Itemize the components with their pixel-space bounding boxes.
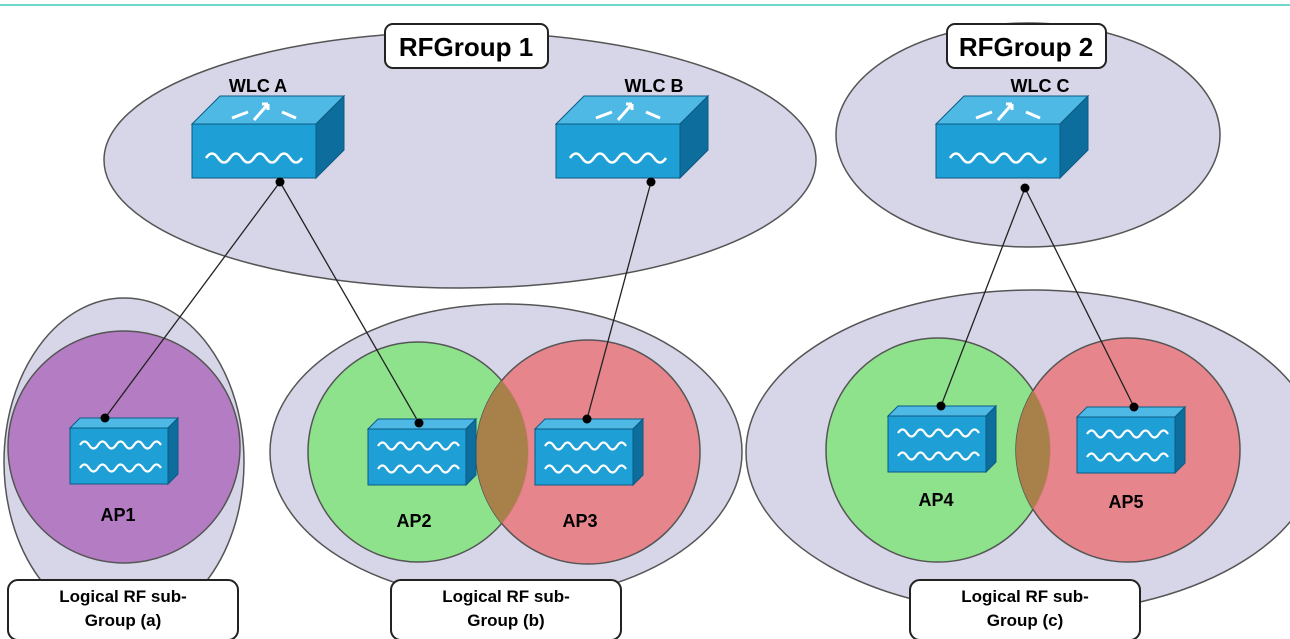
wlc-b-label: WLC B bbox=[625, 76, 684, 96]
svg-text:Group (b): Group (b) bbox=[467, 611, 544, 630]
wlc-c-label: WLC C bbox=[1011, 76, 1070, 96]
svg-text:Group (a): Group (a) bbox=[85, 611, 162, 630]
svg-text:Logical RF sub-: Logical RF sub- bbox=[442, 587, 570, 606]
rfgroup-1-label: RFGroup 1 bbox=[384, 23, 549, 69]
subgroup-c-label: Logical RF sub- Group (c) bbox=[909, 579, 1141, 639]
ap5-label: AP5 bbox=[1108, 492, 1143, 512]
wlc-a-label: WLC A bbox=[229, 76, 287, 96]
link-wlcb-ap3 bbox=[586, 181, 652, 420]
wlc-b-switch-icon bbox=[554, 94, 710, 180]
ap-endpoints bbox=[100, 401, 1139, 428]
ap3-label: AP3 bbox=[562, 511, 597, 531]
ap5-access-point-icon bbox=[1075, 405, 1187, 475]
link-wlca-ap2 bbox=[279, 181, 420, 424]
link-wlca-ap1 bbox=[104, 181, 281, 419]
controller-ap-links bbox=[104, 181, 1135, 424]
ap1-label: AP1 bbox=[100, 505, 135, 525]
svg-text:Logical RF sub-: Logical RF sub- bbox=[59, 587, 187, 606]
ap4-label: AP4 bbox=[918, 490, 953, 510]
svg-text:Group (c): Group (c) bbox=[987, 611, 1064, 630]
svg-text:RFGroup 2: RFGroup 2 bbox=[959, 32, 1093, 62]
wlc-a-switch-icon bbox=[190, 94, 346, 180]
wlc-c-switch-icon bbox=[934, 94, 1090, 180]
svg-text:Logical RF sub-: Logical RF sub- bbox=[961, 587, 1089, 606]
ap4-access-point-icon bbox=[886, 404, 998, 474]
svg-text:RFGroup 1: RFGroup 1 bbox=[399, 32, 533, 62]
ap2-label: AP2 bbox=[396, 511, 431, 531]
link-endpoints bbox=[275, 177, 1030, 193]
link-wlcc-ap4 bbox=[940, 187, 1026, 407]
subgroup-b-label: Logical RF sub- Group (b) bbox=[390, 579, 622, 639]
rfgroup-2-label: RFGroup 2 bbox=[946, 23, 1107, 69]
link-wlcc-ap5 bbox=[1024, 187, 1135, 408]
ap3-access-point-icon bbox=[533, 417, 645, 487]
subgroup-a-label: Logical RF sub- Group (a) bbox=[7, 579, 239, 639]
ap1-access-point-icon bbox=[68, 416, 180, 486]
ap2-access-point-icon bbox=[366, 417, 478, 487]
